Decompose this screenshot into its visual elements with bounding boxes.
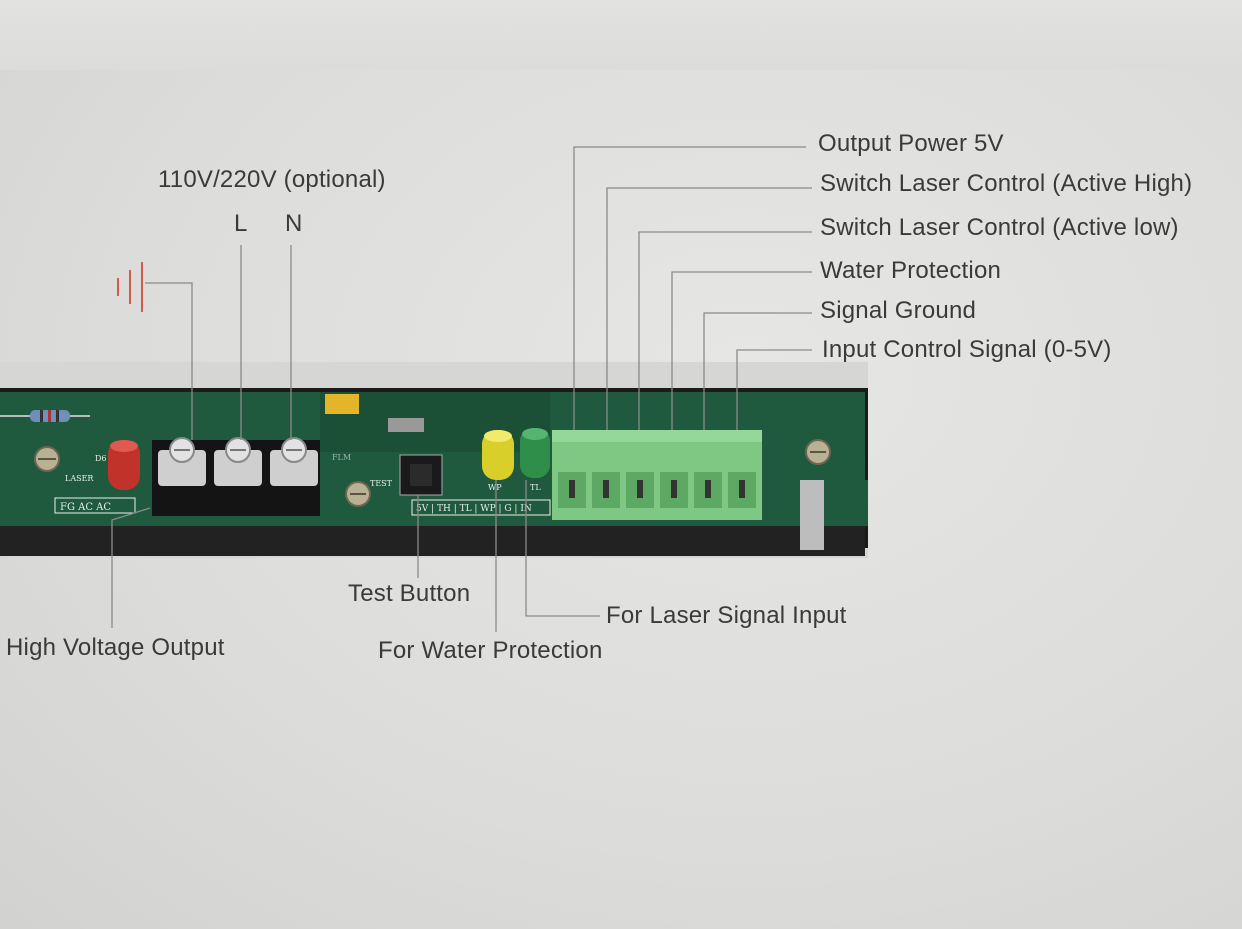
label-for-water-protection: For Water Protection [378, 637, 603, 664]
label-line: L [234, 210, 248, 237]
label-signal-ground: Signal Ground [820, 297, 977, 324]
label-test-button: Test Button [348, 580, 471, 607]
terminal-block [152, 437, 320, 516]
led-red [108, 440, 140, 490]
label-neutral: N [285, 210, 303, 237]
silk-connector-labels: 5V | TH | TL | WP | G | IN [416, 504, 532, 514]
label-water-protection: Water Protection [820, 257, 1002, 284]
label-switch-low: Switch Laser Control (Active low) [820, 214, 1179, 241]
silk-wp: WP [488, 483, 502, 492]
silk-fl: FLM [332, 453, 351, 462]
label-for-laser-signal: For Laser Signal Input [606, 602, 847, 629]
pcb-board: D6 LASER FG AC AC FLM TEST [0, 388, 868, 556]
led-green [520, 428, 550, 478]
lead-lines [111, 146, 812, 632]
board-edge [0, 526, 865, 556]
silk-laser: LASER [65, 474, 94, 483]
ground-symbol-icon [117, 262, 143, 312]
label-high-voltage-output: High Voltage Output [6, 634, 225, 661]
label-switch-high: Switch Laser Control (Active High) [820, 170, 1193, 197]
label-supply-voltage: 110V/220V (optional) [158, 166, 386, 193]
silk-d6: D6 [95, 454, 107, 463]
label-output-power: Output Power 5V [818, 130, 1004, 157]
silk-tl: TL [530, 483, 541, 492]
yellow-capacitor [325, 394, 359, 414]
resistor [0, 410, 90, 422]
led-yellow [482, 430, 514, 480]
paper-top-band [0, 0, 1242, 70]
label-input-control: Input Control Signal (0-5V) [822, 336, 1112, 363]
silk-terminal-labels: FG AC AC [60, 502, 111, 513]
test-button-switch [399, 454, 443, 496]
diode [388, 418, 424, 432]
signal-connector [552, 430, 762, 520]
silk-test: TEST [370, 479, 393, 488]
standoff [800, 480, 824, 550]
